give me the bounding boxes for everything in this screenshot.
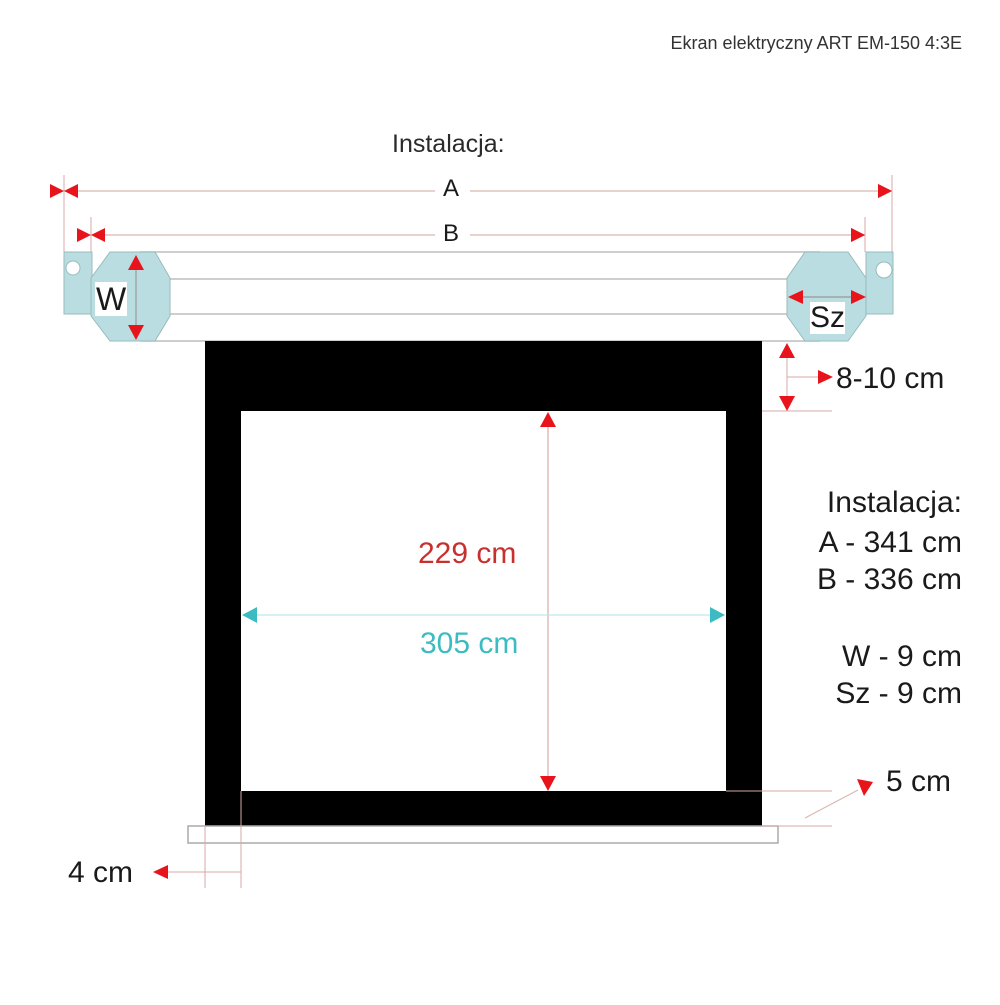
diagram-title: Ekran elektryczny ART EM-150 4:3E <box>670 33 962 53</box>
spec-w: W - 9 cm <box>842 640 962 673</box>
screen-width-label: 305 cm <box>420 627 519 660</box>
left-mount-bracket <box>63 251 171 342</box>
bottom-weight-bar <box>187 825 779 844</box>
label-b: B <box>443 220 460 247</box>
bottom-border-dimension <box>726 779 873 827</box>
top-drop-label: 8-10 cm <box>836 362 945 395</box>
side-border-dimension <box>153 791 242 888</box>
installation-heading: Instalacja: <box>392 130 505 158</box>
screen-surface <box>241 411 726 791</box>
screen-height-label: 229 cm <box>418 537 517 570</box>
width-arrow <box>242 607 725 623</box>
spec-b: B - 336 cm <box>816 563 962 596</box>
height-arrow <box>540 412 556 791</box>
extension-lines <box>63 175 893 276</box>
top-drop-dimension <box>762 343 833 412</box>
side-border-label: 4 cm <box>68 856 134 889</box>
label-a: A <box>443 175 460 202</box>
bottom-border-label: 5 cm <box>886 765 952 798</box>
roller-casing <box>140 251 820 342</box>
w-height-arrow <box>128 255 144 340</box>
spec-sz: Sz - 9 cm <box>835 677 962 710</box>
label-sz: Sz <box>810 301 846 334</box>
spec-a: A - 341 cm <box>818 526 962 559</box>
label-w: W <box>95 281 128 317</box>
spec-heading: Instalacja: <box>826 486 962 519</box>
sz-width-arrow <box>788 290 866 304</box>
